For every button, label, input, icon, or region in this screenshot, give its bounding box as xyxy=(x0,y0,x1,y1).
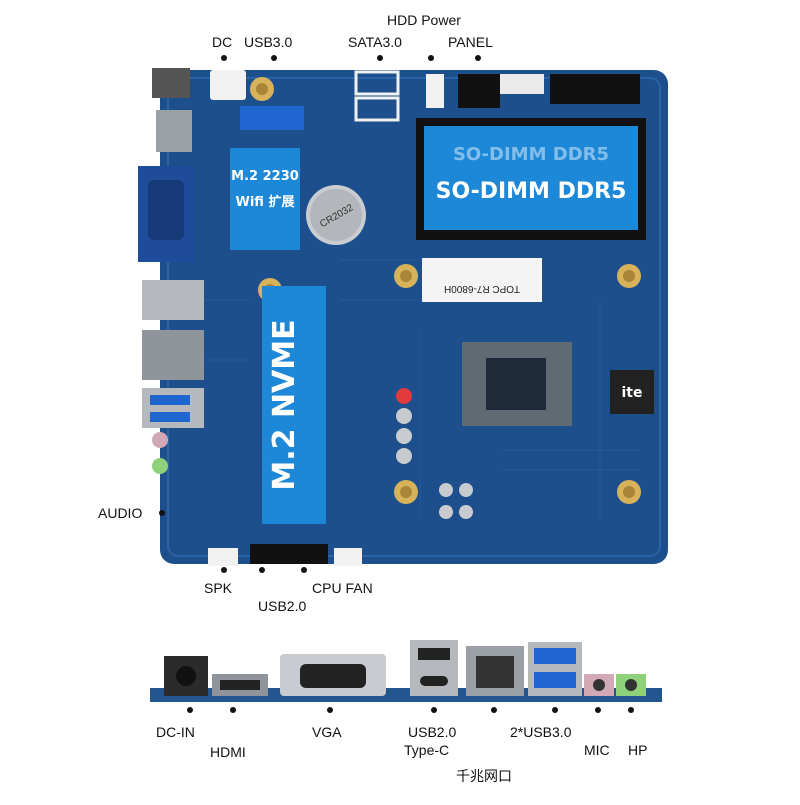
model-sticker-text: TOPC R7-6800H xyxy=(444,283,520,294)
sodimm-slot: SO-DIMM DDR5 SO-DIMM DDR5 xyxy=(416,118,646,240)
panel-header xyxy=(458,74,500,108)
m2-wifi-text2: Wifi 扩展 xyxy=(236,194,296,210)
sata-connector xyxy=(354,70,400,96)
label-mic: MIC xyxy=(584,742,610,758)
io-panel xyxy=(150,640,662,702)
label-dc-in: DC-IN xyxy=(156,724,195,740)
top-callout-dots xyxy=(159,55,481,573)
label-vga: VGA xyxy=(312,724,342,740)
hdd-power-connector xyxy=(426,74,444,108)
model-sticker: TOPC R7-6800H xyxy=(422,258,542,302)
usb2-header xyxy=(250,544,328,564)
label-hdd-power: HDD Power xyxy=(387,12,461,28)
label-audio: AUDIO xyxy=(98,505,143,521)
label-sata: SATA3.0 xyxy=(348,34,402,50)
label-panel: PANEL xyxy=(448,34,493,50)
m2-wifi-slot: M.2 2230 Wifi 扩展 xyxy=(230,148,300,250)
capacitors xyxy=(396,388,473,519)
label-type-c: Type-C xyxy=(404,742,450,758)
label-hp: HP xyxy=(628,742,648,758)
sodimm-label: SO-DIMM DDR5 xyxy=(436,179,627,204)
usb3-header xyxy=(240,106,304,130)
m2-wifi-text1: M.2 2230 xyxy=(231,169,299,184)
dc-connector xyxy=(210,70,246,100)
sodimm-ghost-label: SO-DIMM DDR5 xyxy=(453,144,609,165)
ite-chip: ite xyxy=(610,370,654,414)
label-gigabit-lan: 千兆网口 xyxy=(456,769,512,785)
cpu-fan-header xyxy=(334,548,362,566)
ite-label: ite xyxy=(622,385,643,401)
label-usb30x2: 2*USB3.0 xyxy=(510,724,572,740)
cmos-battery: CR2032 xyxy=(306,185,366,245)
io-callout-dots xyxy=(187,707,634,713)
motherboard: M.2 2230 Wifi 扩展 CR2032 SO-DIMM DDR5 SO-… xyxy=(138,68,668,566)
label-spk: SPK xyxy=(204,580,233,596)
m2-nvme-slot: M.2 NVME xyxy=(262,286,326,524)
label-usb20: USB2.0 xyxy=(408,724,457,740)
label-usb30-top: USB3.0 xyxy=(244,34,293,50)
label-cpu-fan: CPU FAN xyxy=(312,580,373,596)
rear-io-side xyxy=(138,68,204,474)
spk-header xyxy=(208,548,238,566)
label-usb20-bottom: USB2.0 xyxy=(258,598,307,614)
label-dc: DC xyxy=(212,34,233,50)
label-hdmi: HDMI xyxy=(210,744,246,760)
cpu xyxy=(462,342,572,426)
m2-nvme-text: M.2 NVME xyxy=(267,319,302,490)
